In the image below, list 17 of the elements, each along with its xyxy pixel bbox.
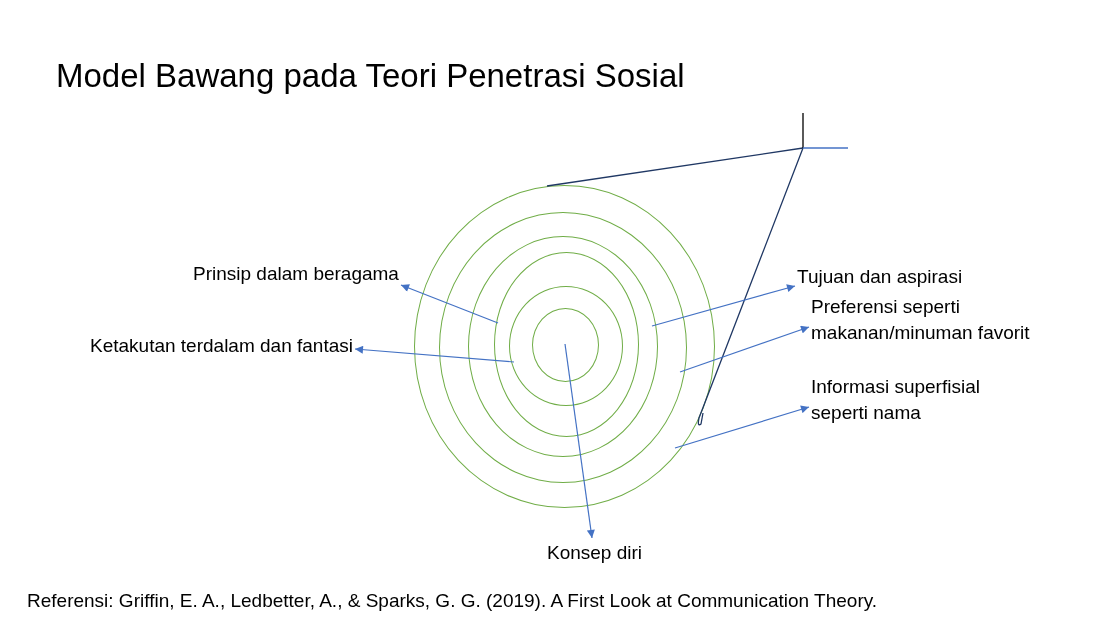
reference-caption: Referensi: Griffin, E. A., Ledbetter, A., & Sparks, G. G. (2019). A First Look at Communication Theory. xyxy=(27,589,878,613)
arrow xyxy=(354,345,515,363)
arrow xyxy=(674,405,810,449)
layer-label: Tujuan dan aspirasi xyxy=(797,264,963,290)
layer-label: Preferensi seperti makanan/minuman favorit xyxy=(811,294,1031,346)
arrow xyxy=(679,325,810,373)
layer-label: Konsep diri xyxy=(547,540,643,566)
onion-layer xyxy=(468,236,658,457)
onion-layer xyxy=(494,252,639,437)
diagram-title: Model Bawang pada Teori Penetrasi Sosial xyxy=(56,56,685,96)
layer-label: Informasi superfisial seperti nama xyxy=(811,374,981,426)
onion-layer xyxy=(439,212,687,483)
layer-label: Ketakutan terdalam dan fantasi xyxy=(90,333,353,359)
layer-label: Prinsip dalam beragama xyxy=(193,261,399,287)
arrow xyxy=(400,284,499,324)
arrow xyxy=(564,343,595,539)
arrow xyxy=(651,284,796,327)
